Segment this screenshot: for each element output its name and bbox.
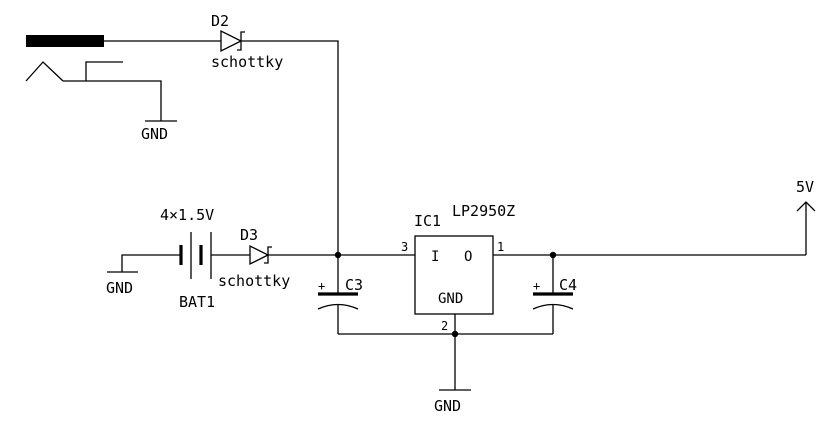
battery-bat1-symbol — [179, 232, 212, 279]
ic1-pin3-number: 3 — [401, 240, 408, 254]
ic1-pin-gnd-label: GND — [438, 291, 463, 307]
battery-ref-label: BAT1 — [179, 293, 215, 311]
d3-ref-label: D3 — [240, 226, 258, 244]
gnd-label-main: GND — [434, 397, 461, 415]
battery-value-label: 4×1.5V — [160, 206, 214, 224]
gnd-label-battery: GND — [106, 279, 133, 297]
ic1-pin-in-label: I — [431, 249, 439, 265]
ic1-value-label: LP2950Z — [452, 202, 515, 220]
ic1-body — [414, 235, 494, 315]
ic1-pin-out-label: O — [464, 249, 472, 265]
ic1-ref-label: IC1 — [414, 212, 441, 230]
c4-polarity-mark: + — [533, 279, 540, 293]
dc-jack-spring — [25, 61, 64, 82]
junction-ground-node — [451, 330, 459, 338]
wire-d2-input-node — [241, 40, 339, 255]
gnd-label-jack: GND — [141, 125, 168, 143]
wire-gnd-battery — [121, 254, 181, 272]
d2-value-label: schottky — [211, 53, 283, 71]
c4-ref-label: C4 — [559, 276, 577, 294]
c3-polarity-mark: + — [318, 279, 325, 293]
wire-jack-gnd — [63, 80, 162, 121]
d3-anode-triangle — [249, 244, 270, 266]
d2-ref-label: D2 — [211, 12, 229, 30]
vout-label: 5V — [796, 178, 814, 196]
c3-ref-label: C3 — [345, 276, 363, 294]
d3-value-label: schottky — [218, 272, 290, 290]
dc-jack-pin — [26, 35, 104, 47]
vcc-arrow-5v — [796, 201, 816, 212]
dc-jack-sleeve — [85, 61, 123, 81]
ic1-pin2-number: 2 — [441, 319, 448, 333]
ic1-pin1-number: 1 — [497, 240, 504, 254]
dc-jack-symbol — [25, 35, 123, 82]
d2-anode-triangle — [220, 29, 243, 53]
